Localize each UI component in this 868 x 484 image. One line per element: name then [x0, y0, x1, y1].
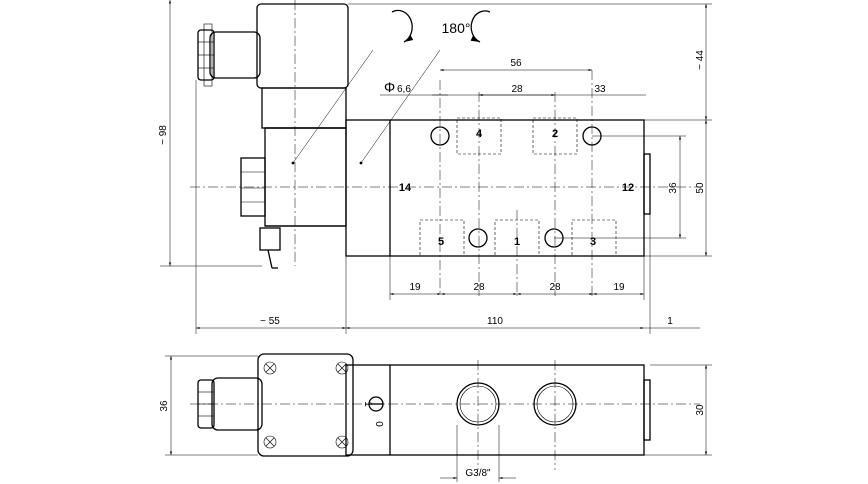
coil-housing: [256, 3, 349, 89]
port-5-label: 5: [438, 236, 444, 248]
dim-port-spacing: 36: [668, 182, 679, 194]
port-3-label: 3: [590, 236, 596, 248]
dim-top-33: 33: [594, 84, 606, 95]
side-view: 1 0 36 30 G3/8": [159, 353, 712, 482]
dim-coil-length: ~ 55: [260, 316, 280, 327]
phi-symbol: Φ: [384, 79, 395, 95]
dim-56: 56: [510, 58, 522, 69]
mount-hole-bl: [468, 228, 488, 248]
rotation-label: 180°: [442, 20, 471, 36]
connector-plug: [209, 31, 261, 79]
dim-thread: G3/8": [465, 468, 491, 479]
side-coil-square: [257, 353, 354, 457]
switch-off-label: 0: [373, 421, 384, 427]
dim-bottom-28-a: 28: [473, 282, 485, 293]
screw-icon: [263, 361, 277, 375]
dim-side-height: 36: [159, 400, 170, 412]
port-2-label: 2: [552, 128, 558, 140]
dim-top-28: 28: [511, 84, 523, 95]
screw-icon: [335, 435, 349, 449]
dim-bottom-19-right: 19: [613, 282, 625, 293]
mount-hole-tl: [430, 126, 450, 146]
dim-body-length: 110: [487, 316, 503, 327]
screw-icon: [263, 435, 277, 449]
switch-on-label: 1: [362, 401, 373, 407]
port-12-label: 12: [622, 182, 634, 194]
lever: [259, 227, 281, 251]
port-1-label: 1: [514, 236, 520, 248]
end-cap: [643, 153, 651, 215]
dim-side-width: 30: [695, 404, 706, 416]
rotate-arrow-right-icon: [470, 10, 491, 43]
dim-body-height: 50: [695, 182, 706, 194]
dim-bottom-19-left: 19: [409, 282, 421, 293]
dim-coil-height: ~ 44: [695, 50, 706, 70]
dim-hole-diameter: 6,6: [397, 84, 411, 95]
side-port-a: [456, 382, 500, 426]
port-4-label: 4: [476, 128, 483, 140]
coil-neck: [261, 87, 347, 129]
top-view: 4 2 14 12 5 1 3 180° 56 Φ 6,6 28 33 ~ 98: [158, 0, 712, 334]
dim-end-offset: 1: [667, 316, 673, 327]
port-5-outline: [419, 219, 465, 257]
screw-icon: [335, 361, 349, 375]
port-14-label: 14: [399, 182, 412, 194]
coil-body: [264, 127, 347, 227]
side-port-b: [533, 382, 577, 426]
rotate-arrow-left-icon: [391, 9, 414, 43]
side-connector: [211, 377, 263, 431]
dim-overall-height: ~ 98: [158, 125, 169, 145]
dim-bottom-28-b: 28: [549, 282, 561, 293]
